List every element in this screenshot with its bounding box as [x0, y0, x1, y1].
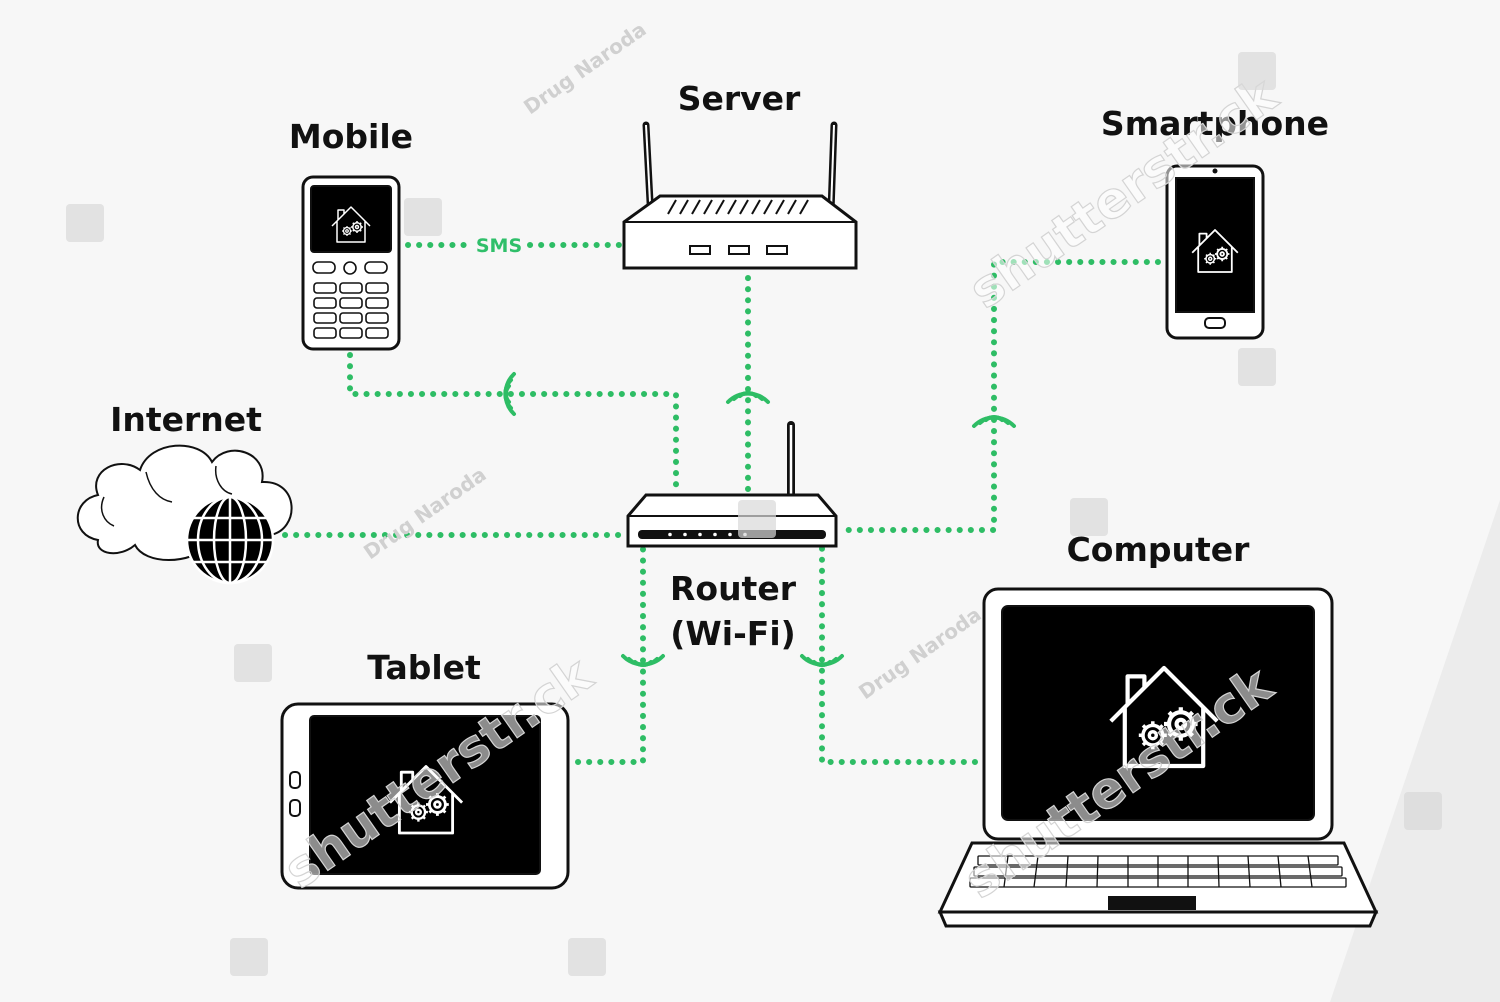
label-router-wifi: (Wi-Fi) — [670, 614, 795, 653]
smartphone-device — [1165, 164, 1265, 340]
label-internet: Internet — [110, 400, 262, 439]
globe-icon — [185, 495, 275, 585]
connection-smartphone-router — [837, 259, 1161, 533]
label-smartphone: Smartphone — [1101, 104, 1329, 143]
connection-computer-router — [819, 545, 978, 765]
tablet-device — [280, 702, 570, 890]
label-computer: Computer — [1067, 530, 1251, 569]
connection-mobile-router — [347, 352, 679, 493]
router-device — [626, 421, 838, 548]
label-tablet: Tablet — [367, 648, 481, 687]
edge-label-sms: SMS — [476, 235, 522, 257]
mobile-phone-device — [301, 175, 401, 351]
computer-laptop-device — [937, 587, 1379, 928]
wifi-signal-icon — [503, 372, 1016, 667]
connections — [282, 242, 1161, 765]
label-server: Server — [678, 79, 801, 118]
server-device — [622, 121, 858, 270]
label-mobile: Mobile — [289, 117, 413, 156]
label-router: Router — [670, 569, 797, 608]
connection-tablet-router — [575, 545, 646, 765]
